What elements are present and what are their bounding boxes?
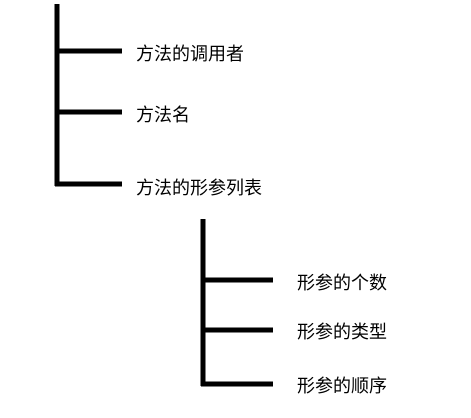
- node-label-param-list: 方法的形参列表: [136, 178, 262, 199]
- node-label-caller: 方法的调用者: [136, 44, 244, 65]
- node-label-param-count: 形参的个数: [297, 273, 387, 294]
- node-label-param-order: 形参的顺序: [297, 376, 387, 397]
- node-label-param-type: 形参的类型: [297, 322, 387, 343]
- node-label-method-name: 方法名: [136, 105, 190, 126]
